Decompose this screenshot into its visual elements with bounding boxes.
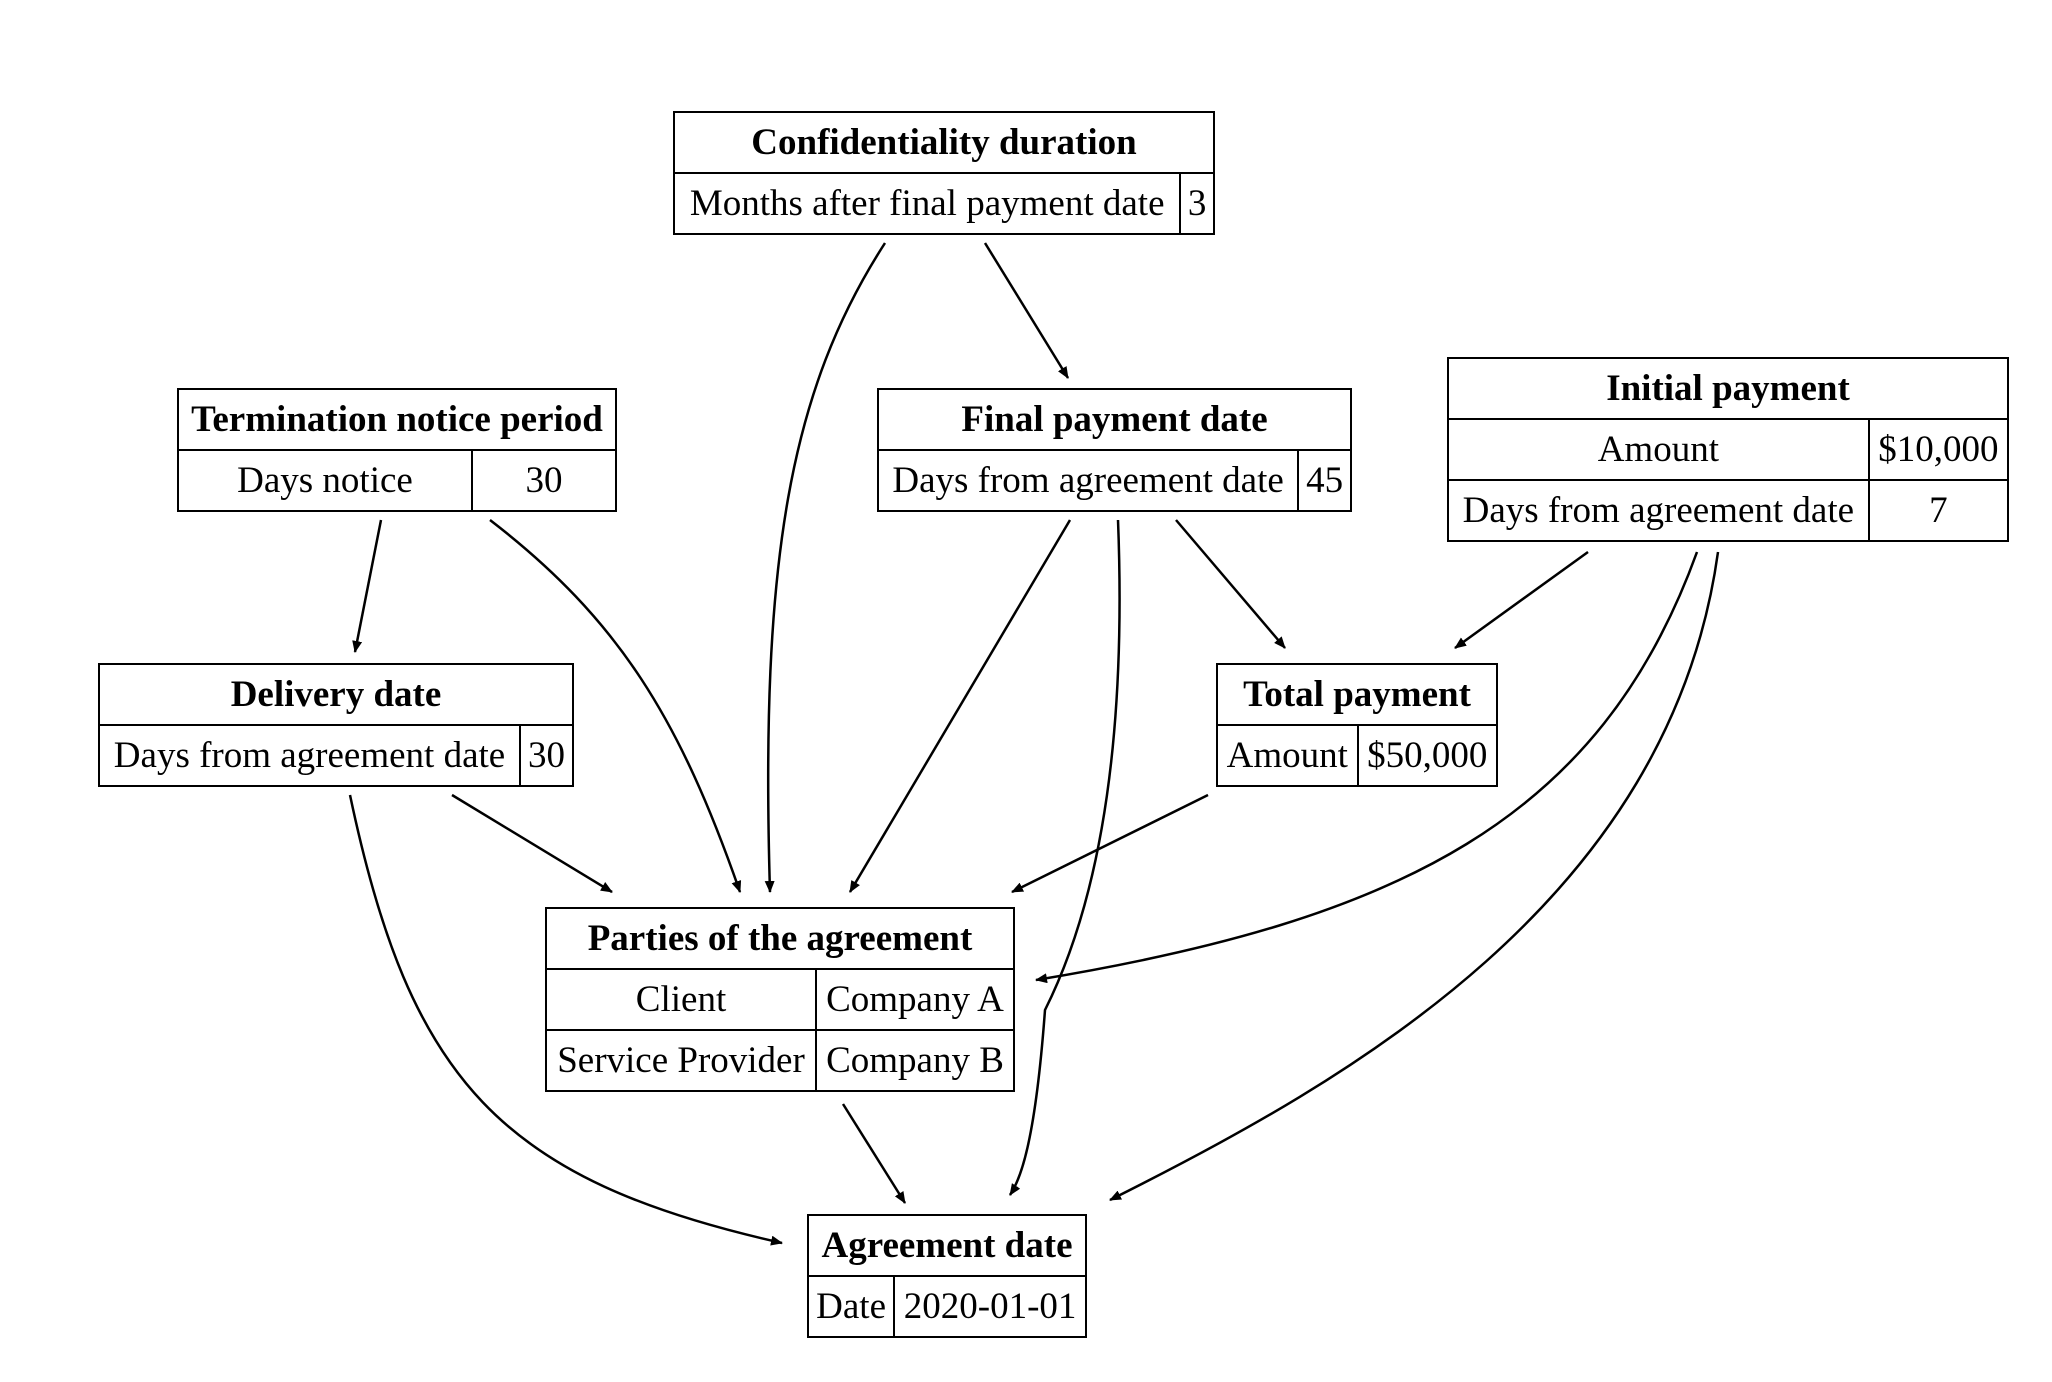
field-value: 45 bbox=[1297, 449, 1352, 512]
edge-initial-payment-to-parties bbox=[1035, 551, 1699, 984]
node-total-payment: Total payment Amount $50,000 bbox=[1216, 663, 1499, 787]
edge-final-payment-to-agreement-date bbox=[1008, 519, 1121, 1196]
field-label: Days from agreement date bbox=[1447, 479, 1870, 542]
field-label: Days notice bbox=[177, 449, 473, 512]
field-label: Amount bbox=[1216, 724, 1359, 787]
field-label: Date bbox=[806, 1275, 896, 1338]
edge-initial-payment-to-total-payment bbox=[1454, 550, 1589, 650]
node-delivery-date: Delivery date Days from agreement date 3… bbox=[97, 663, 574, 787]
edge-final-payment-to-total-payment bbox=[1175, 519, 1286, 649]
node-final-payment-date: Final payment date Days from agreement d… bbox=[876, 388, 1352, 512]
field-label: Service Provider bbox=[544, 1029, 818, 1092]
node-termination-notice-period: Termination notice period Days notice 30 bbox=[177, 388, 617, 512]
field-value: $50,000 bbox=[1356, 724, 1499, 787]
field-value: 30 bbox=[471, 449, 617, 512]
field-value: 2020-01-01 bbox=[893, 1275, 1087, 1338]
field-value: $10,000 bbox=[1867, 418, 2010, 481]
field-value: 30 bbox=[519, 724, 574, 787]
edge-final-payment-to-parties bbox=[848, 519, 1072, 893]
edge-total-payment-to-parties bbox=[1011, 793, 1209, 894]
edge-confidentiality-to-final-payment bbox=[983, 242, 1070, 379]
node-title: Termination notice period bbox=[177, 388, 617, 451]
edge-termination-to-parties bbox=[489, 519, 742, 893]
node-title: Initial payment bbox=[1447, 357, 2009, 420]
edge-confidentiality-to-parties bbox=[764, 242, 887, 893]
edge-delivery-to-agreement-date bbox=[348, 794, 783, 1246]
field-value: Company A bbox=[815, 968, 1015, 1031]
field-value: 7 bbox=[1867, 479, 2010, 542]
field-label: Days from agreement date bbox=[97, 724, 522, 787]
field-label: Months after final payment date bbox=[672, 172, 1182, 235]
node-title: Confidentiality duration bbox=[673, 111, 1215, 174]
node-confidentiality-duration: Confidentiality duration Months after fi… bbox=[672, 111, 1215, 235]
field-label: Amount bbox=[1447, 418, 1870, 481]
node-initial-payment: Initial payment Amount $10,000 Days from… bbox=[1447, 357, 2010, 542]
node-title: Total payment bbox=[1216, 663, 1498, 726]
node-title: Agreement date bbox=[807, 1214, 1087, 1277]
field-value: 3 bbox=[1179, 172, 1215, 235]
field-label: Days from agreement date bbox=[876, 449, 1300, 512]
node-agreement-date: Agreement date Date 2020-01-01 bbox=[806, 1214, 1087, 1338]
node-title: Delivery date bbox=[98, 663, 574, 726]
edge-termination-to-delivery bbox=[352, 519, 383, 653]
edge-initial-payment-to-agreement-date bbox=[1109, 551, 1720, 1202]
node-parties-of-the-agreement: Parties of the agreement Client Company … bbox=[544, 907, 1015, 1092]
node-title: Parties of the agreement bbox=[545, 907, 1015, 970]
node-title: Final payment date bbox=[877, 388, 1352, 451]
field-value: Company B bbox=[815, 1029, 1015, 1092]
field-label: Client bbox=[544, 968, 818, 1031]
edge-parties-to-agreement-date bbox=[841, 1103, 907, 1204]
edge-delivery-to-parties bbox=[451, 793, 613, 894]
